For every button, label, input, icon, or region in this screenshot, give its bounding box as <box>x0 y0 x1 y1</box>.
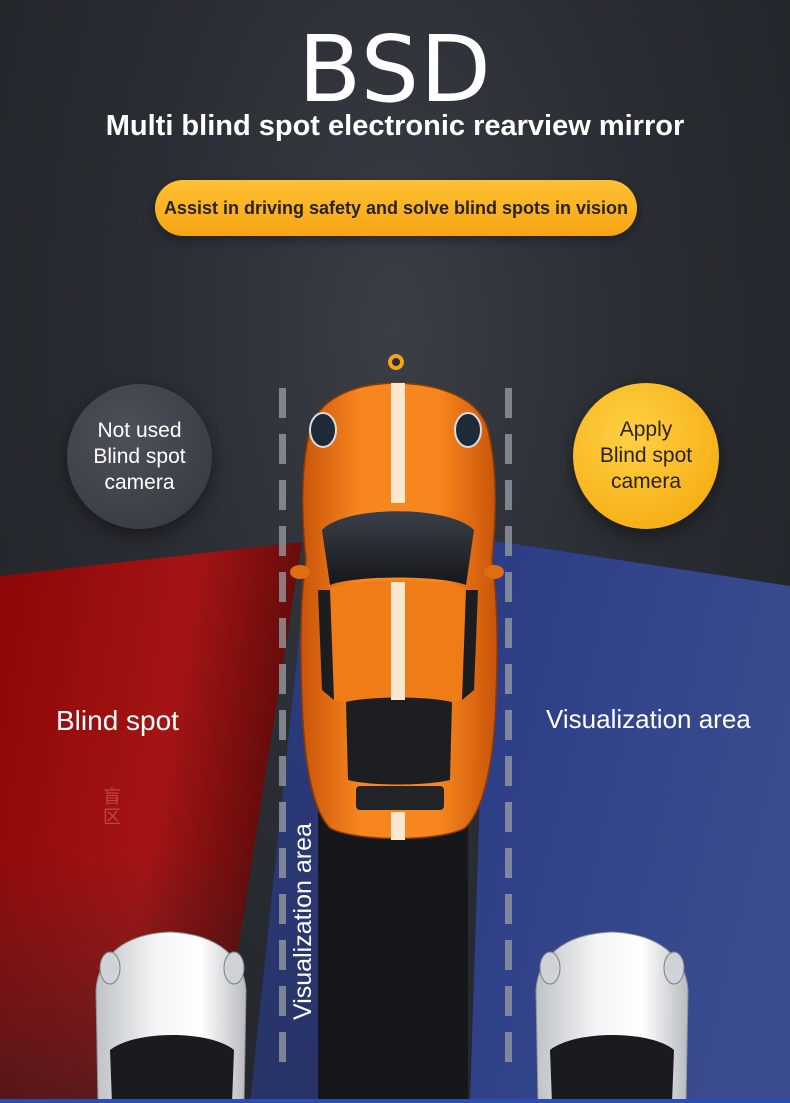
blind-spot-label: Blind spot <box>56 705 179 736</box>
visualization-area-label-center: Visualization area <box>289 823 317 1020</box>
tagline-badge: Assist in driving safety and solve blind… <box>155 180 637 236</box>
white-car-right <box>535 931 689 1103</box>
blind-spot-cn-watermark: 盲区 <box>103 787 121 828</box>
lane-road <box>318 800 468 1103</box>
lane-dashes-right <box>505 388 512 1062</box>
apply-camera-bubble: Apply Blind spot camera <box>573 383 719 529</box>
page-subtitle: Multi blind spot electronic rearview mir… <box>105 110 685 142</box>
not-used-camera-bubble: Not used Blind spot camera <box>67 384 212 529</box>
bottom-strip <box>0 1099 790 1103</box>
page-title: BSD <box>298 16 492 123</box>
camera-sensor-icon <box>388 354 404 370</box>
lane-dashes-left <box>279 388 286 1062</box>
orange-sports-car <box>290 382 504 840</box>
visualization-area-label-right: Visualization area <box>546 704 751 734</box>
white-car-left <box>95 931 247 1103</box>
